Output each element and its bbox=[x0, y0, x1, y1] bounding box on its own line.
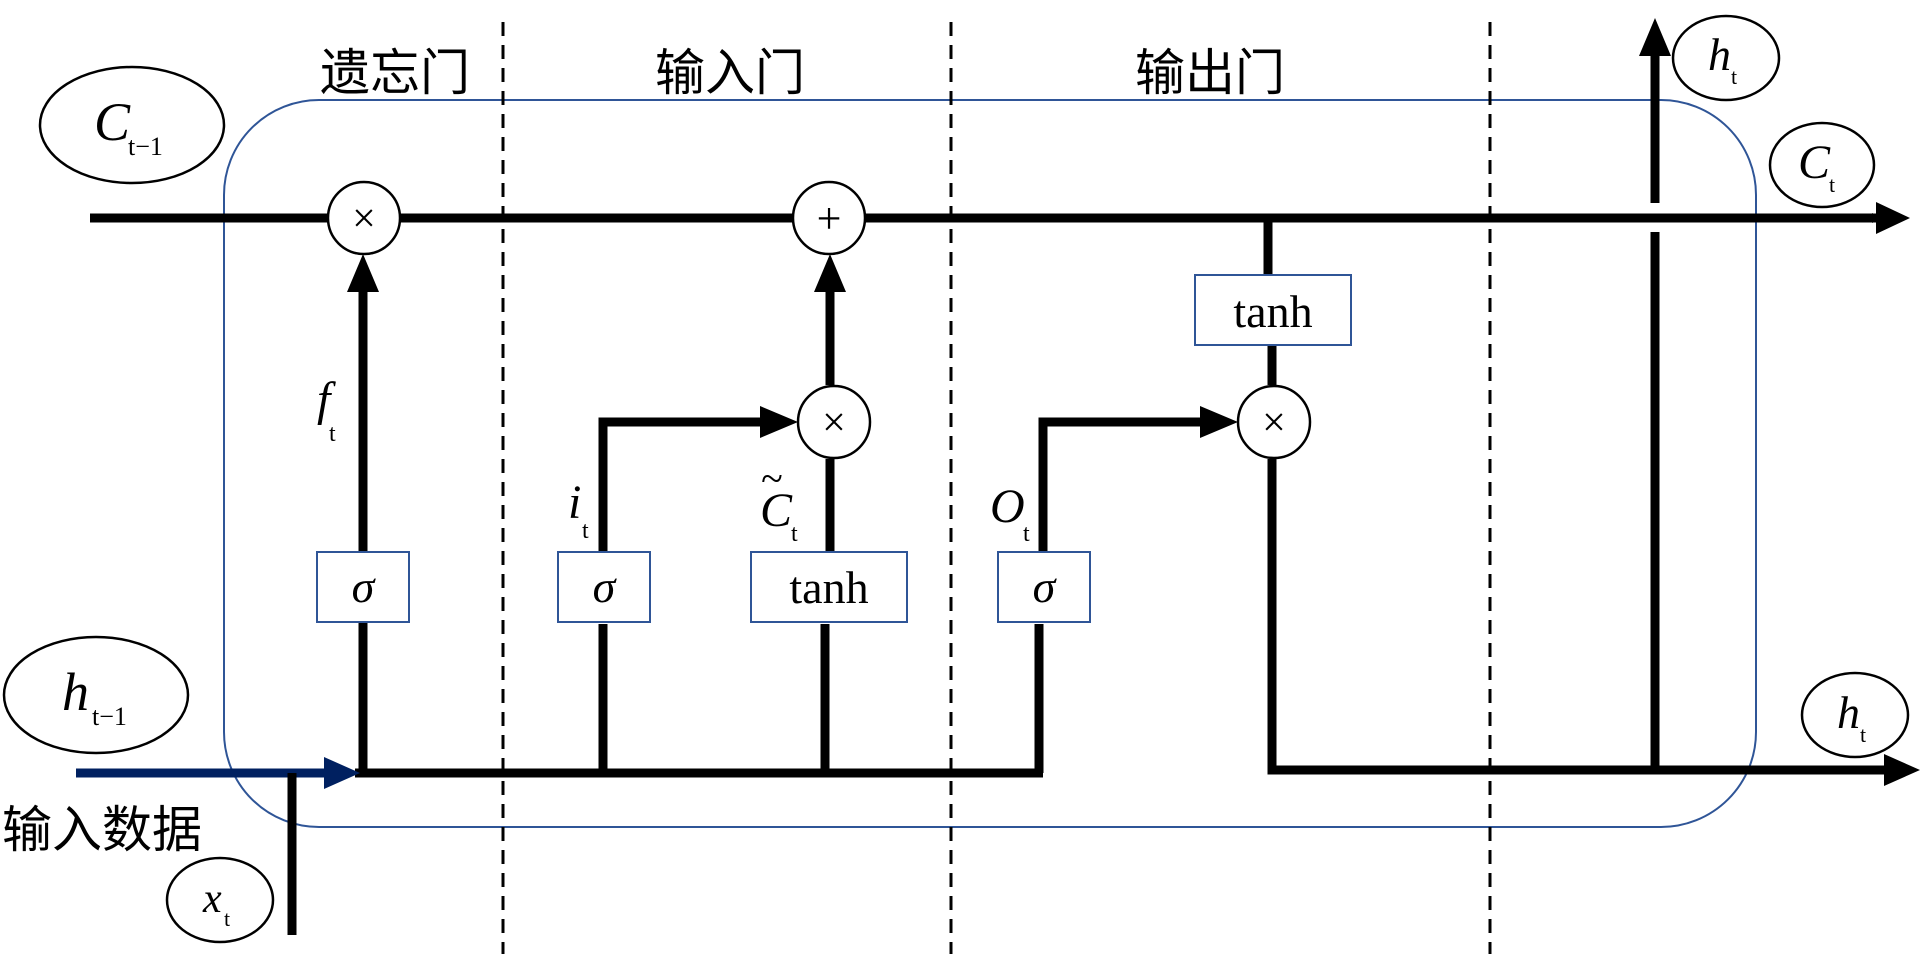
h-t-out-ellipse: h t bbox=[1800, 671, 1910, 759]
c-tilde-accent: ~ bbox=[761, 456, 783, 501]
h-up-arrowhead bbox=[1639, 18, 1671, 56]
output-mult-to-h bbox=[1267, 459, 1890, 775]
x-t-main: x bbox=[202, 876, 222, 922]
tanh-input-label: tanh bbox=[789, 562, 868, 613]
output-o-arrowhead bbox=[1200, 406, 1238, 438]
h-t-out-sub: t bbox=[1860, 722, 1866, 747]
sigma-input-box: σ bbox=[557, 551, 651, 623]
mult-output-symbol: × bbox=[1262, 400, 1286, 446]
add-symbol: + bbox=[817, 194, 842, 243]
c-tilde-label: ~ C t bbox=[760, 456, 798, 547]
tanh-output-label: tanh bbox=[1233, 286, 1312, 337]
sigma-input-label: σ bbox=[593, 561, 618, 612]
input-i-to-mult bbox=[598, 417, 770, 556]
sigma-output-box: σ bbox=[997, 551, 1091, 623]
o-t-main: O bbox=[990, 480, 1025, 533]
sigma-output-label: σ bbox=[1033, 561, 1058, 612]
f-t-label: f t bbox=[317, 373, 336, 447]
h-t-out-main: h bbox=[1837, 687, 1860, 738]
tanh-output-box: tanh bbox=[1194, 274, 1352, 346]
input-data-arrowhead bbox=[324, 757, 360, 789]
c-prev-main: C bbox=[94, 92, 131, 152]
mult-input-symbol: × bbox=[822, 400, 846, 446]
c-t-sub: t bbox=[1829, 172, 1835, 197]
output-o-to-mult bbox=[1038, 417, 1210, 556]
o-t-label: O t bbox=[990, 480, 1030, 547]
mult-forget-op: × bbox=[326, 180, 402, 256]
mult-input-op: × bbox=[796, 384, 872, 460]
cell-state-arrowhead bbox=[1876, 202, 1910, 234]
c-tilde-sub: t bbox=[791, 521, 798, 547]
output-gate-title: 输出门 bbox=[1135, 44, 1285, 102]
sigma-forget-box: σ bbox=[316, 551, 410, 623]
tanh-input-box: tanh bbox=[750, 551, 908, 623]
i-t-label: i t bbox=[568, 476, 589, 544]
h-prev-ellipse: h t−1 bbox=[2, 635, 190, 755]
h-t-top-main: h bbox=[1708, 29, 1731, 80]
i-t-sub: t bbox=[582, 518, 589, 544]
c-tilde-main: C bbox=[760, 484, 793, 537]
gate-dividers bbox=[501, 22, 1492, 954]
forget-gate-title: 遗忘门 bbox=[320, 44, 470, 102]
input-gate-title: 输入门 bbox=[655, 44, 805, 102]
sigma-forget-label: σ bbox=[352, 561, 377, 612]
h-out-arrowhead bbox=[1884, 754, 1920, 786]
input-i-arrowhead bbox=[760, 406, 798, 438]
mult-output-op: × bbox=[1236, 384, 1312, 460]
c-t-ellipse: C t bbox=[1768, 121, 1876, 209]
c-prev-ellipse: C t−1 bbox=[38, 65, 226, 185]
i-t-main: i bbox=[568, 476, 581, 529]
mult-forget-symbol: × bbox=[352, 196, 376, 242]
h-t-top-ellipse: h t bbox=[1671, 14, 1781, 102]
x-t-sub: t bbox=[224, 906, 230, 931]
input-up-arrowhead bbox=[814, 254, 846, 292]
o-t-sub: t bbox=[1023, 521, 1030, 547]
add-op: + bbox=[791, 180, 867, 256]
c-t-main: C bbox=[1798, 136, 1831, 189]
h-prev-main: h bbox=[62, 662, 89, 722]
f-t-main: f bbox=[317, 373, 336, 426]
input-data-label: 输入数据 bbox=[2, 801, 202, 859]
x-t-ellipse: x t bbox=[165, 856, 275, 944]
lstm-cell-boundary bbox=[223, 99, 1757, 828]
c-prev-sub: t−1 bbox=[128, 132, 163, 161]
f-t-sub: t bbox=[329, 421, 336, 447]
h-prev-sub: t−1 bbox=[92, 702, 127, 731]
forget-up-arrowhead bbox=[347, 254, 379, 292]
h-t-top-sub: t bbox=[1731, 64, 1737, 89]
